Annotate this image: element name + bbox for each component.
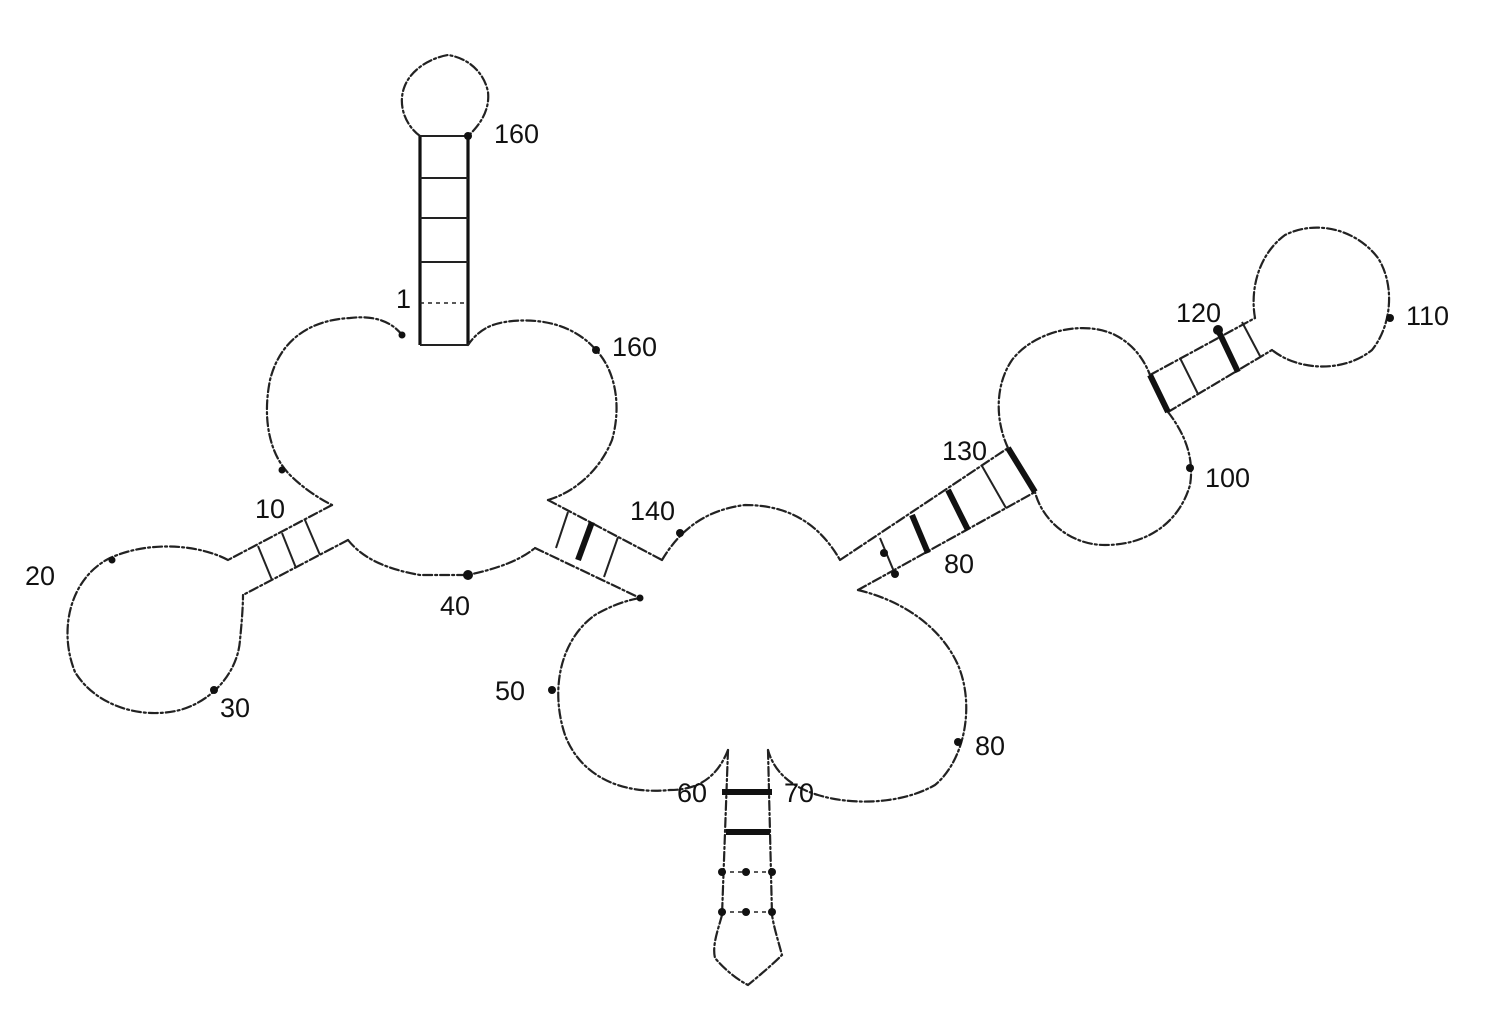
nucleotide-dot <box>548 686 556 694</box>
label-130: 130 <box>942 436 987 466</box>
label-50: 50 <box>495 676 525 706</box>
base-pair <box>304 519 321 556</box>
base-pair <box>575 520 595 562</box>
bottom-hairpin <box>713 748 784 987</box>
nucleotide-dot <box>768 908 776 916</box>
base-pair <box>281 532 297 569</box>
helix-130-strand-a <box>838 446 1010 562</box>
central-multiloop <box>557 503 968 803</box>
label-160: 160 <box>612 332 657 362</box>
nucleotide-dot <box>676 529 684 537</box>
nucleotide-dot <box>742 868 750 876</box>
helix-10-strand-a <box>226 503 334 562</box>
nucleotide-dot <box>398 331 406 339</box>
helix-130-strand-b <box>856 490 1037 592</box>
base-pair <box>981 465 1007 509</box>
nucleotide-dot <box>891 570 899 578</box>
base-pair <box>1179 357 1199 395</box>
helix-120-strand-b <box>1166 348 1274 414</box>
label-110: 110 <box>1406 301 1449 331</box>
label-60: 60 <box>677 778 707 808</box>
helix-120-strand-a <box>1148 316 1257 377</box>
label-160-top: 160 <box>494 119 539 149</box>
helix-120 <box>1147 316 1274 414</box>
nucleotide-markers <box>108 132 1394 916</box>
nucleotide-dot <box>278 466 286 474</box>
nucleotide-dot <box>718 868 726 876</box>
base-pair <box>1005 446 1038 494</box>
nucleotide-dot <box>742 908 750 916</box>
top-hairpin-loop <box>400 53 490 138</box>
helix-140 <box>533 498 664 600</box>
label-80-upper: 80 <box>944 549 974 579</box>
base-pair <box>879 537 896 575</box>
label-20: 20 <box>25 561 55 591</box>
right-multiloop <box>997 327 1193 547</box>
nucleotide-dot <box>1186 464 1194 472</box>
position-labels: 160 1 160 10 20 30 40 140 50 60 70 80 80… <box>25 119 1449 808</box>
label-70: 70 <box>784 778 814 808</box>
helix-130 <box>838 446 1038 592</box>
label-80-lower: 80 <box>975 731 1005 761</box>
base-pair <box>909 513 931 555</box>
base-pair <box>603 536 619 578</box>
base-pair <box>555 511 569 549</box>
bottom-hairpin-loop <box>713 913 784 987</box>
label-40: 40 <box>440 591 470 621</box>
bottom-helix-left-strand <box>720 748 730 917</box>
label-1: 1 <box>396 284 411 314</box>
label-30: 30 <box>220 693 250 723</box>
label-140: 140 <box>630 496 675 526</box>
helix-140-strand-b <box>533 546 642 600</box>
base-pair <box>257 545 273 581</box>
nucleotide-dot <box>108 556 116 564</box>
base-pair <box>945 488 971 532</box>
label-10: 10 <box>255 494 285 524</box>
label-100: 100 <box>1205 463 1250 493</box>
helix-10 <box>226 503 350 597</box>
nucleotide-dot <box>718 908 726 916</box>
nucleotide-dot <box>463 570 473 580</box>
nucleotide-dot <box>1213 325 1223 335</box>
base-pair <box>1241 321 1261 357</box>
far-right-loop <box>1252 226 1391 368</box>
base-pair <box>1147 373 1171 414</box>
nucleotide-dot <box>954 738 962 746</box>
label-120: 120 <box>1176 298 1221 328</box>
nucleotide-dot <box>768 868 776 876</box>
top-hairpin <box>400 53 490 346</box>
nucleotide-dot <box>464 132 472 140</box>
nucleotide-dot <box>636 594 644 602</box>
helix-140-strand-a <box>546 498 664 562</box>
base-pair <box>1215 328 1241 374</box>
nucleotide-dot <box>210 686 218 694</box>
nucleotide-dot <box>592 346 600 354</box>
nucleotide-dot <box>880 549 888 557</box>
nucleotide-dot <box>1386 314 1394 322</box>
left-loop <box>66 545 245 715</box>
left-multiloop <box>265 316 618 577</box>
